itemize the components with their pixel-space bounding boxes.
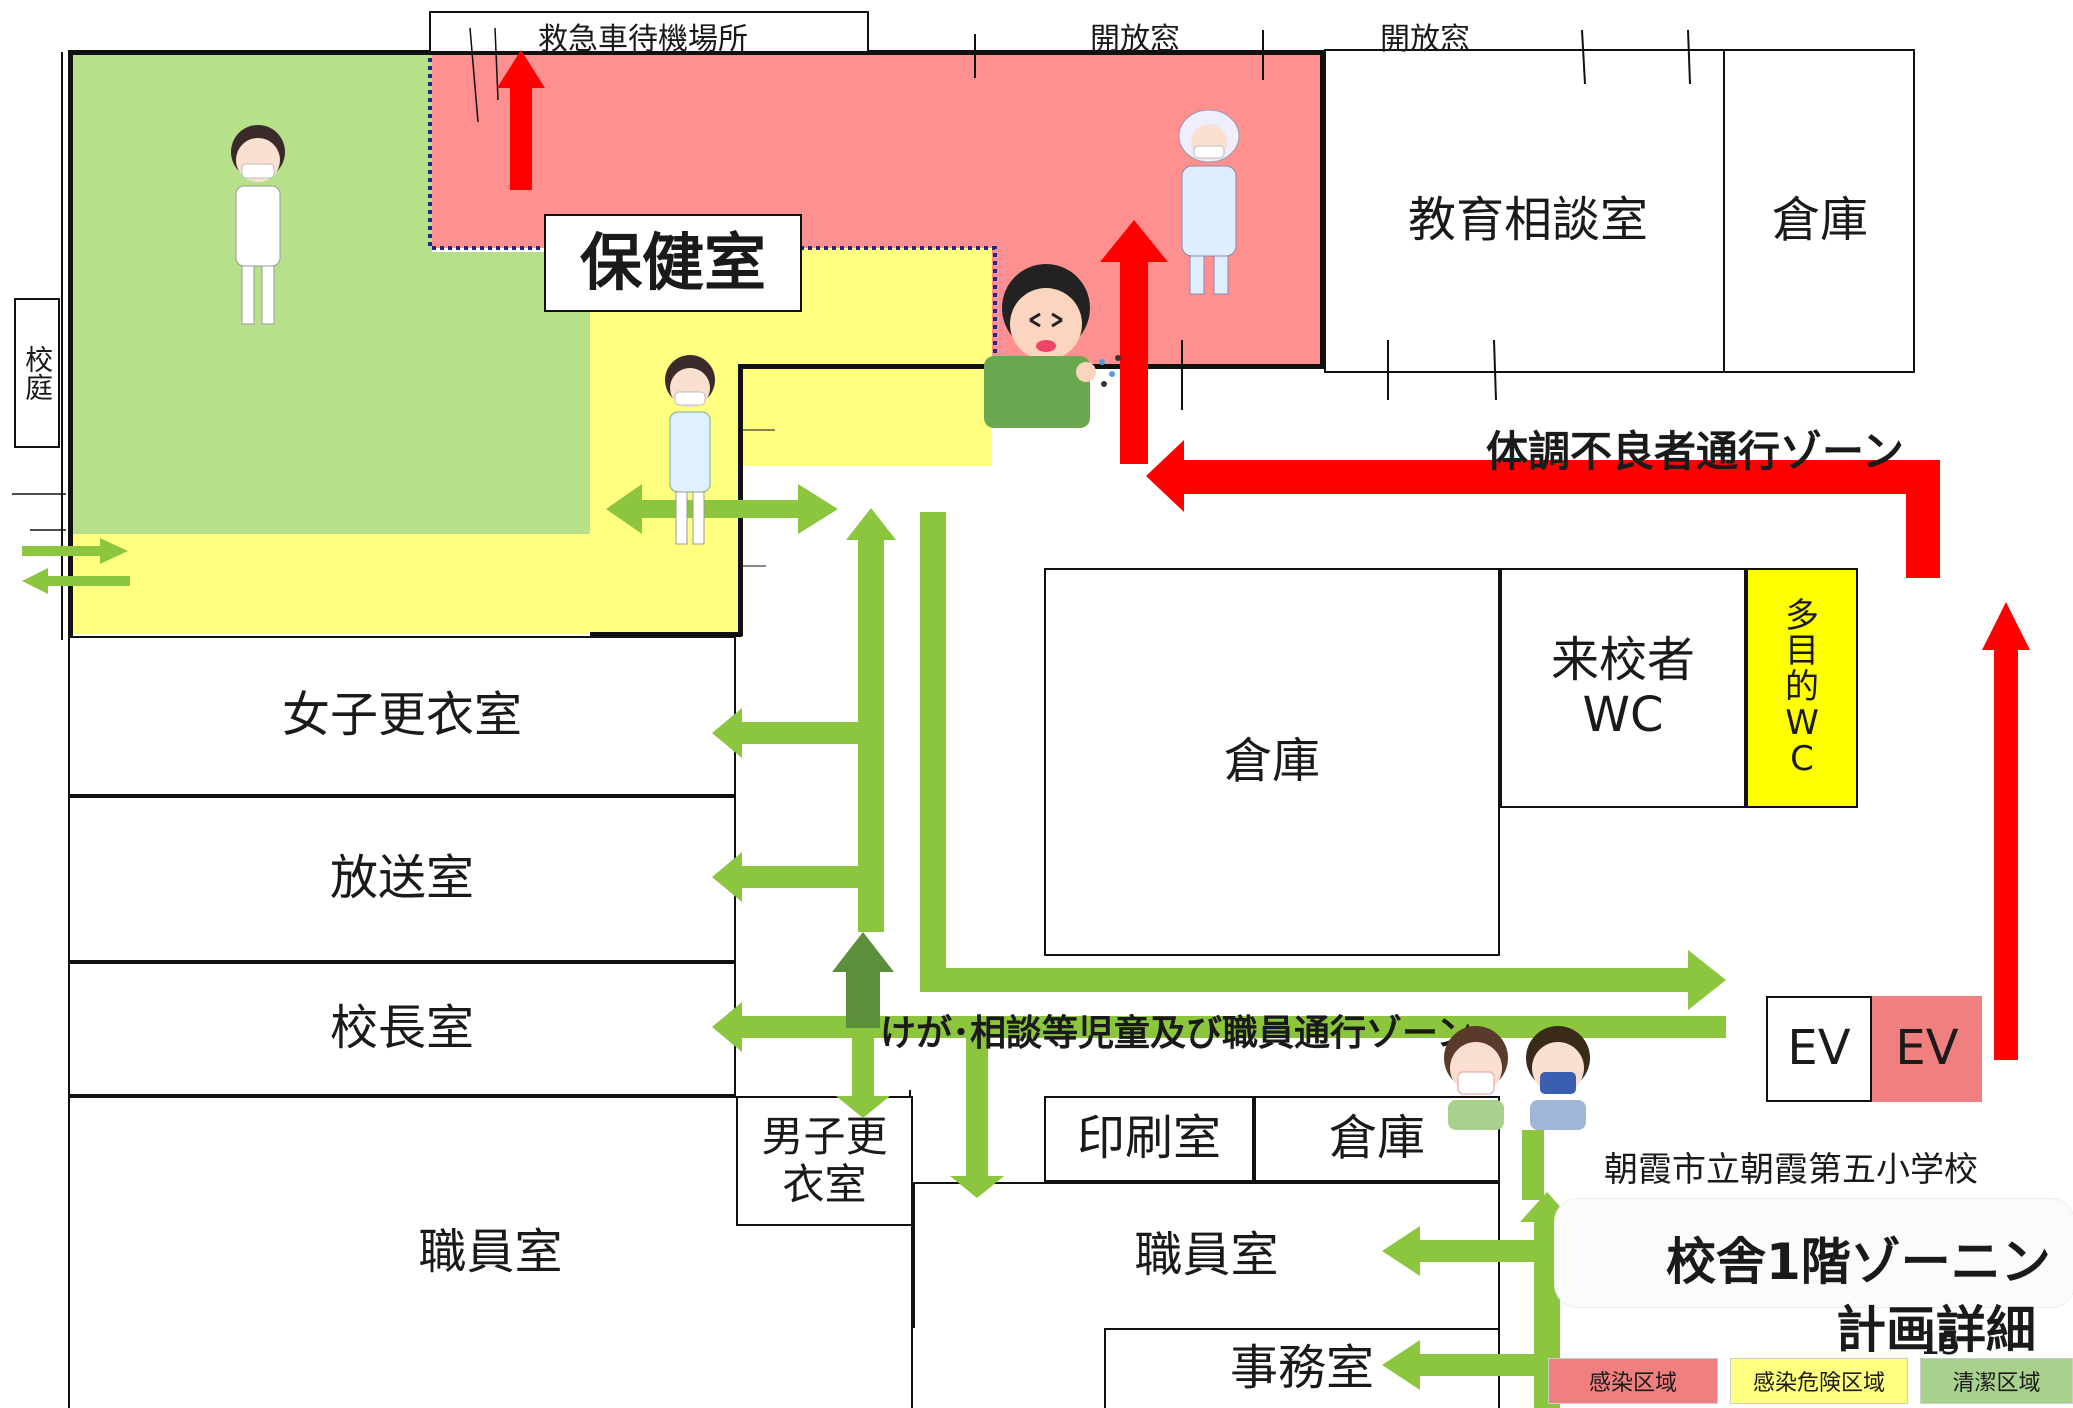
red-arrow-up-sick — [1100, 220, 1168, 464]
sick-child-icon — [984, 264, 1121, 428]
koutei-label: 校庭 — [14, 298, 60, 448]
kyoiku-soudan-label: 教育相談室 — [1408, 192, 1649, 248]
plan-title-line1: 校舎1階ゾーニン — [1666, 1233, 2051, 1291]
raikousha-wc-room: 来校者 WC — [1500, 568, 1746, 808]
legend-risk: 感染危険区域 — [1730, 1358, 1908, 1404]
risk-zone-bottom — [70, 534, 590, 634]
nurse-apron-icon — [665, 355, 715, 545]
danshi-kouishitsu-room: 男子更 衣室 — [736, 1096, 913, 1226]
masked-children-icon — [1444, 1026, 1590, 1130]
plan-title-line2: 計画詳細 — [1836, 1301, 2036, 1359]
tamokuteki-wc-room: 多 目 的 W C — [1746, 568, 1858, 808]
protective-suit-icon — [1178, 109, 1240, 295]
legend-infected: 感染区域 — [1548, 1358, 1718, 1404]
green-arrows — [22, 484, 1726, 1408]
open-window-label-1: 開放窓 — [1090, 22, 1180, 57]
nurse-icon — [231, 125, 285, 325]
housoushitsu-room: 放送室 — [68, 796, 736, 962]
injury-zone-label: けが･相談等児童及び職員通行ゾーン — [880, 1013, 1473, 1054]
clean-zone-lower — [70, 252, 590, 534]
red-arrow-up-ambulance — [497, 50, 545, 190]
joshi-kouishitsu-room: 女子更衣室 — [68, 636, 736, 796]
page-number: 15 — [1920, 1324, 1961, 1362]
hokenshitsu-label: 保健室 — [544, 214, 802, 312]
ev-left-room: EV — [1766, 996, 1872, 1102]
school-name: 朝霞市立朝霞第五小学校 — [1604, 1150, 1978, 1190]
ev-right-room: EV — [1872, 996, 1982, 1102]
kouchoushitsu-room: 校長室 — [68, 962, 736, 1096]
open-window-label-2: 開放窓 — [1380, 22, 1470, 57]
sick-zone-label: 体調不良者通行ゾーン — [1486, 427, 1904, 476]
dark-green-arrow — [832, 932, 894, 1028]
title-box — [1554, 1198, 2073, 1308]
insatsushitsu-room: 印刷室 — [1044, 1096, 1254, 1182]
legend-clean: 清潔区域 — [1920, 1358, 2073, 1404]
souko-mid-room: 倉庫 — [1044, 568, 1500, 956]
red-arrow-up-ev — [1982, 602, 2030, 1060]
souko-top-label: 倉庫 — [1772, 192, 1869, 248]
ambulance-area-label: 救急車待機場所 — [538, 22, 748, 57]
red-arrow-left-sick-zone — [1146, 440, 1940, 578]
